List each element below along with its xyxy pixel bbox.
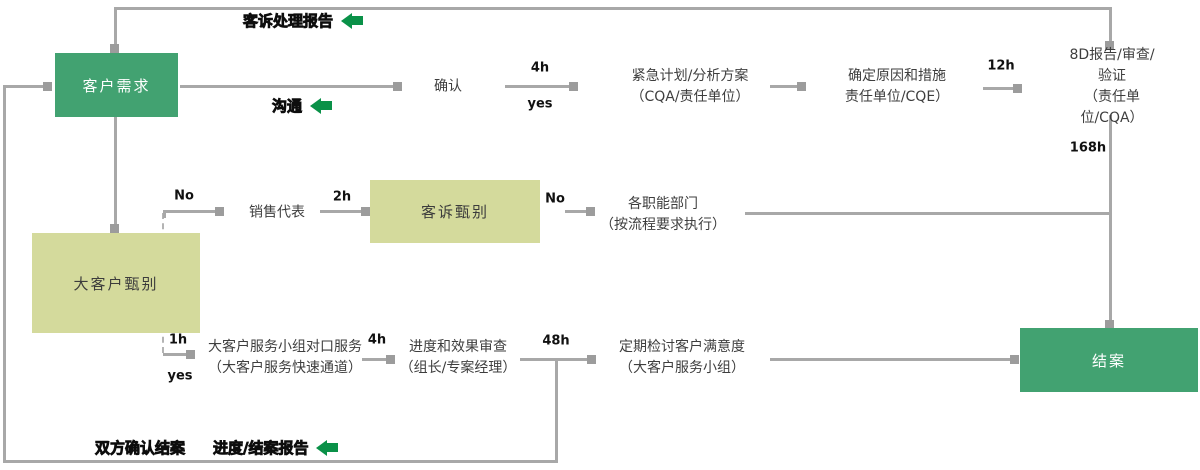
green-left-arrow-icon: [316, 439, 339, 456]
connector-square: [386, 355, 395, 364]
bottom-feedback-line-horizontal: [3, 460, 558, 463]
green-left-arrow-icon: [341, 12, 364, 29]
close-case-label: 结案: [1091, 351, 1126, 370]
need-to-screening-line: [114, 117, 117, 227]
no-branch-line: [163, 210, 221, 213]
complaint-screening-box: 客诉甄别: [370, 180, 540, 243]
connector-square: [1010, 355, 1019, 364]
edge-label-2h: 2h: [332, 189, 352, 205]
complaint-report-annotation: 客诉处理报告: [243, 10, 364, 31]
connector-square: [186, 350, 195, 359]
progress-review-node: 进度和效果审查 （组长/专案经理）: [399, 339, 517, 376]
left-feedback-line-vertical: [3, 85, 6, 463]
top-feedback-line-right-vertical: [1109, 7, 1112, 44]
close-case-box: 结案: [1020, 328, 1198, 392]
mutual-confirmation-annotation: 双方确认结案: [95, 437, 186, 458]
progress-report-annotation: 进度/结案报告: [213, 437, 339, 458]
edge-label-4h-top: 4h: [530, 60, 550, 76]
connector-square: [1105, 320, 1114, 329]
edge-label-1h: 1h: [168, 332, 188, 348]
edge-label-4h-bottom: 4h: [367, 332, 387, 348]
connector-square: [393, 82, 402, 91]
edge-label-no-2: No: [545, 191, 565, 207]
edge-label-yes-top: yes: [527, 96, 553, 112]
connector-square: [110, 224, 119, 233]
connector-square: [586, 207, 595, 216]
communication-label: 沟通: [272, 97, 303, 116]
depts-to-trunk-line: [745, 212, 1111, 215]
functional-depts-node: 各职能部门 （按流程要求执行）: [600, 196, 726, 233]
screening-to-depts-line: [565, 210, 593, 213]
customer-need-label: 客户需求: [82, 76, 151, 95]
customer-need-box: 客户需求: [55, 53, 178, 117]
rep-to-screening-line: [320, 210, 368, 213]
connector-square: [1105, 41, 1114, 50]
connector-square: [110, 44, 119, 53]
report-8d-node: 8D报告/审查/验证 （责任单位/CQA）: [1069, 47, 1155, 126]
left-feedback-line-horizontal: [3, 85, 48, 88]
edge-label-no-1: No: [174, 188, 194, 204]
cause-to-8d-line: [983, 87, 1019, 90]
right-trunk-line: [1109, 115, 1112, 327]
no-branch-stub: [163, 210, 166, 218]
confirm-node: 确认: [434, 78, 462, 95]
connector-square: [215, 207, 224, 216]
communication-annotation: 沟通: [272, 95, 333, 116]
top-feedback-line-horizontal: [115, 7, 1112, 10]
complaint-report-label: 客诉处理报告: [243, 12, 334, 31]
edge-label-48h: 48h: [542, 333, 570, 349]
review-to-satisfaction-line: [520, 358, 593, 361]
green-left-arrow-icon: [310, 97, 333, 114]
key-account-screening-label: 大客户甄别: [73, 274, 159, 293]
yes-branch-line: [163, 353, 193, 356]
key-account-service-node: 大客户服务小组对口服务 （大客户服务快速通道）: [208, 339, 362, 376]
urgent-plan-node: 紧急计划/分析方案 （CQA/责任单位）: [630, 68, 750, 105]
progress-report-label: 进度/结案报告: [213, 439, 309, 458]
need-to-confirm-line: [180, 85, 398, 88]
satisfaction-review-node: 定期检讨客户满意度 （大客户服务小组）: [619, 339, 745, 376]
connector-square: [587, 355, 596, 364]
root-cause-node: 确定原因和措施 责任单位/CQE）: [844, 68, 950, 105]
edge-label-12h: 12h: [987, 58, 1015, 74]
edge-label-168h: 168h: [1069, 140, 1107, 156]
connector-square: [43, 82, 52, 91]
confirm-to-plan-line: [505, 85, 575, 88]
connector-square: [797, 82, 806, 91]
connector-square: [1013, 84, 1022, 93]
edge-label-yes-bottom: yes: [167, 368, 193, 384]
complaint-screening-label: 客诉甄别: [420, 203, 489, 221]
satisfaction-to-close-line: [770, 358, 1016, 361]
key-account-screening-box: 大客户甄别: [32, 233, 200, 333]
bottom-feedback-line-vertical: [555, 360, 558, 463]
connector-square: [361, 207, 370, 216]
mutual-confirmation-label: 双方确认结案: [95, 439, 186, 458]
service-to-review-line: [362, 358, 392, 361]
plan-to-cause-line: [770, 85, 803, 88]
top-feedback-line-left-vertical: [114, 7, 117, 47]
connector-square: [569, 82, 578, 91]
sales-rep-node: 销售代表: [249, 204, 305, 221]
